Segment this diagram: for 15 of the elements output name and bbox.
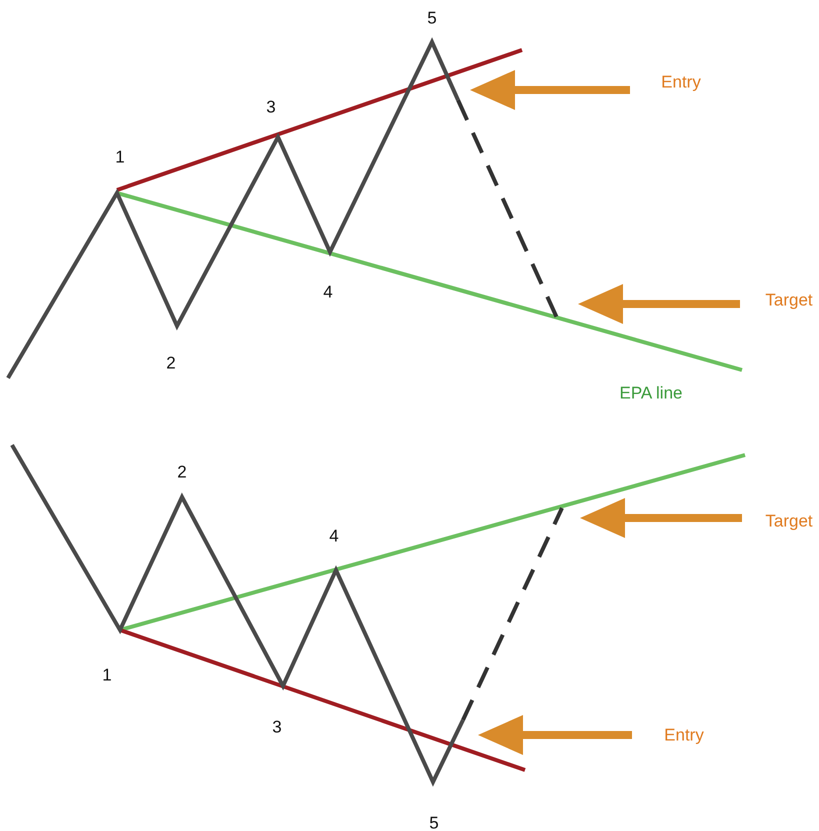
line-label: EPA line xyxy=(620,384,682,402)
wave-point-number: 5 xyxy=(427,10,437,26)
wave-point-number: 2 xyxy=(177,464,187,480)
entry-label: Entry xyxy=(664,726,704,744)
wave-point-number: 4 xyxy=(329,528,339,544)
wave-point-number: 1 xyxy=(115,148,125,166)
wave-point-number: 2 xyxy=(166,354,176,372)
target-label: Target xyxy=(765,292,813,308)
wave-point-number: 4 xyxy=(323,284,333,300)
wave-point-number: 1 xyxy=(102,666,112,684)
target-label: Target xyxy=(765,512,813,530)
wave-point-number: 3 xyxy=(272,718,282,736)
entry-label: Entry xyxy=(661,74,701,90)
wave-point-number: 5 xyxy=(429,814,439,831)
wave-point-number: 3 xyxy=(266,98,276,116)
